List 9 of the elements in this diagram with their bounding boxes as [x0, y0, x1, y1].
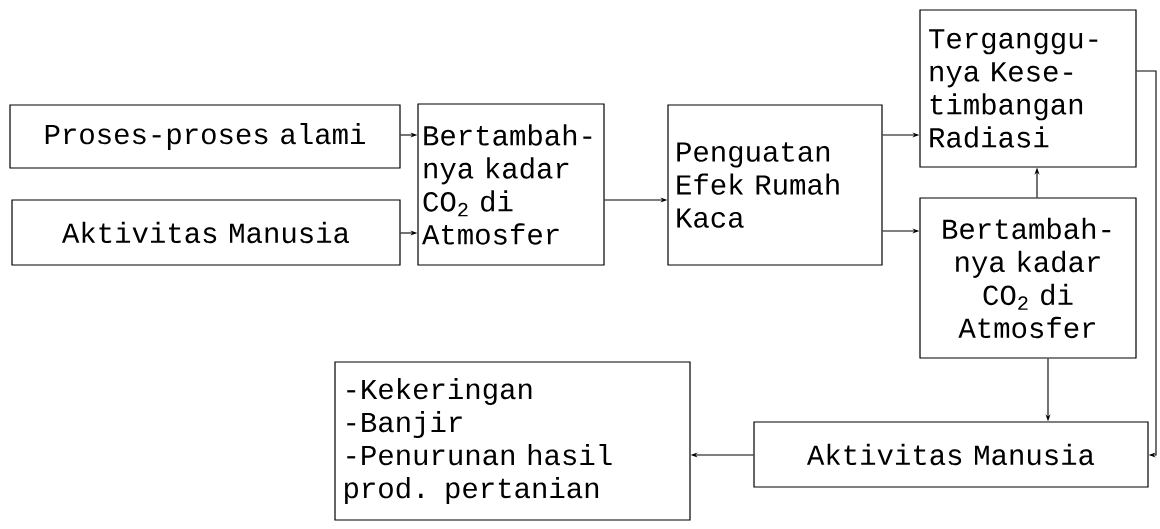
process-box: Proses-proses alami — [9, 104, 401, 169]
process-box: -Kekeringan -Banjir -Penurunan hasil prod. pertanian — [334, 361, 691, 521]
process-box: Aktivitas Manusia — [753, 421, 1149, 488]
process-box: Terganggu- nya Kese- timbangan Radiasi — [919, 9, 1137, 168]
arrow — [1136, 70, 1157, 458]
process-box: Bertambah- nya kadar CO$_{2}$ di Atmosfer — [919, 197, 1137, 359]
process-box: Aktivitas Manusia — [11, 199, 401, 266]
process-box: Bertambah- nya kadar CO$_{2}$ di Atmosfer — [417, 103, 605, 266]
process-box: Penguatan Efek Rumah Kaca — [667, 104, 883, 266]
